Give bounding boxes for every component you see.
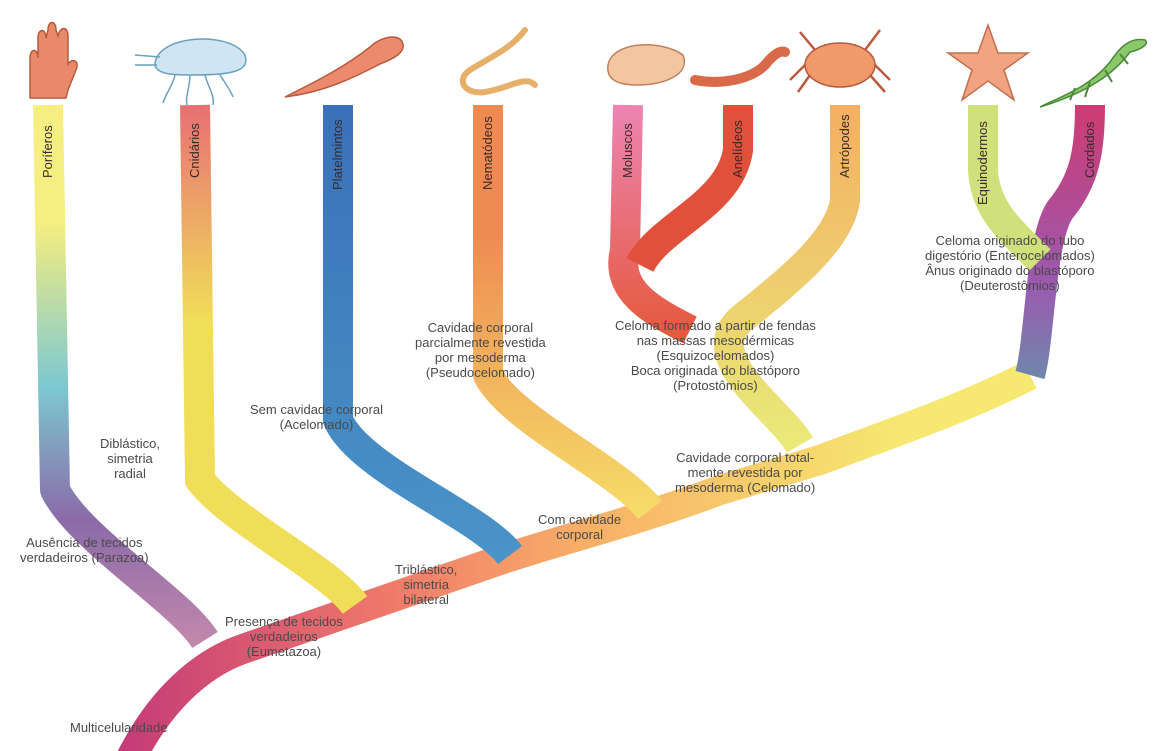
taxon-label-cnidarios: Cnidários [187, 123, 202, 178]
annotation-celomado: Cavidade corporal total- mente revestida… [675, 450, 815, 495]
taxon-label-poriferos: Poríferos [40, 125, 55, 178]
taxon-label-cordados: Cordados [1082, 121, 1097, 178]
annotation-pseudocelomado: Cavidade corporal parcialmente revestida… [415, 320, 546, 380]
clam-icon [608, 45, 685, 85]
annotation-triblastico: Triblástico, simetria bilateral [395, 562, 457, 607]
lizard-icon [1040, 39, 1146, 107]
annotation-esquizocelomados: Celoma formado a partir de fendas nas ma… [615, 318, 816, 393]
starfish-icon [948, 25, 1028, 100]
annotation-com-cavidade: Com cavidade corporal [538, 512, 621, 542]
earthworm-icon [695, 52, 785, 82]
annotation-presenca-tecidos: Presença de tecidos verdadeiros (Eumetaz… [225, 614, 343, 659]
annotation-enterocelomados: Celoma originado do tubo digestório (Ent… [925, 233, 1095, 293]
taxon-label-artropodes: Artrópodes [837, 114, 852, 178]
taxon-label-anelideos: Anelídeos [730, 120, 745, 178]
hand-sponge-icon [30, 23, 77, 99]
annotation-ausencia-tecidos: Ausência de tecidos verdadeiros (Parazoa… [20, 535, 149, 565]
taxon-label-moluscos: Moluscos [620, 123, 635, 178]
nematode-icon [463, 30, 535, 92]
branch-anelideos [640, 105, 738, 265]
annotation-diblastico: Diblástico, simetria radial [100, 436, 160, 481]
annotation-sem-cavidade: Sem cavidade corporal (Acelomado) [250, 402, 383, 432]
annotation-multicelularidade: Multicelularidade [70, 720, 168, 735]
flatworm-icon [285, 37, 403, 97]
crab-icon [790, 30, 890, 92]
jellyfish-icon [135, 39, 246, 105]
taxon-label-equinodermos: Equinodermos [975, 121, 990, 205]
taxon-label-nematodeos: Nematódeos [480, 116, 495, 190]
taxon-label-platelmintos: Platelmintos [330, 119, 345, 190]
